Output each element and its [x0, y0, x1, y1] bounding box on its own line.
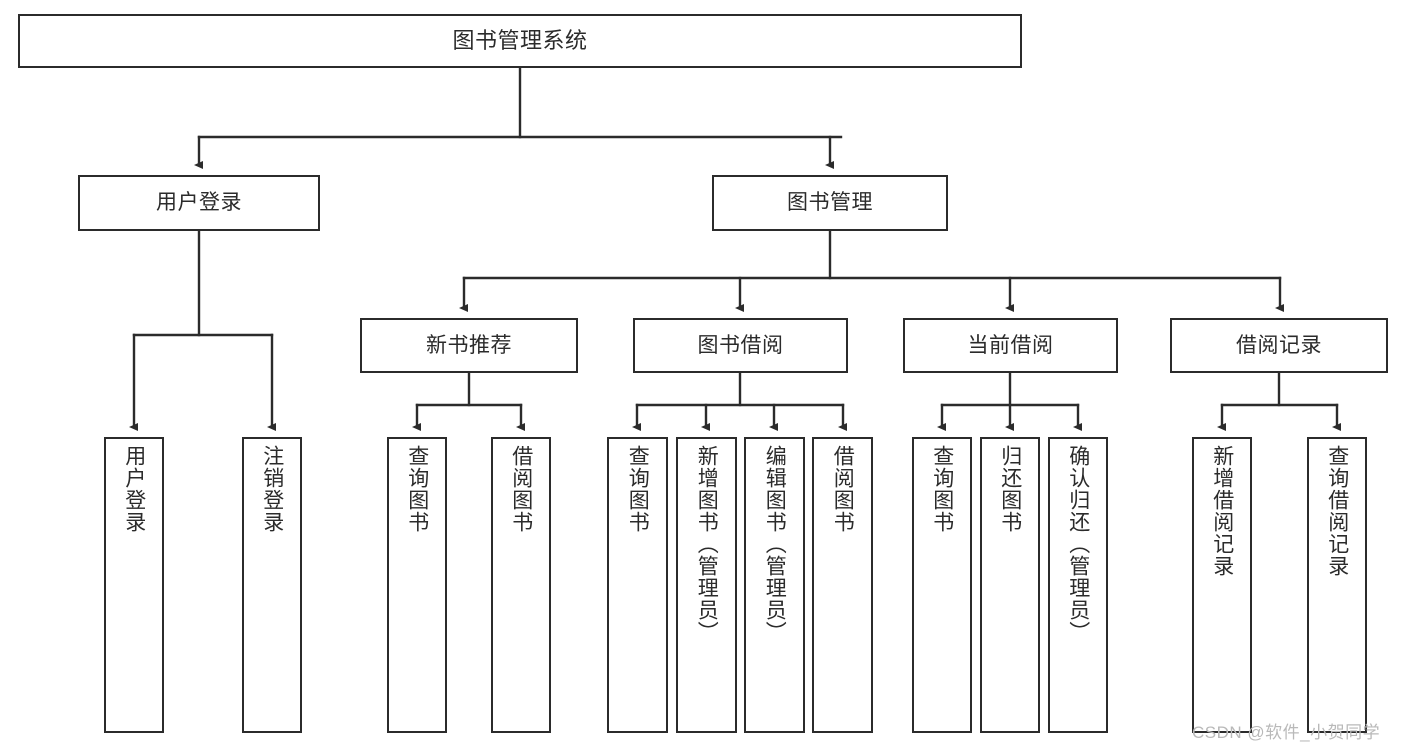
node-leaf-user-login[interactable]: 用户登录: [104, 437, 164, 733]
node-user-login[interactable]: 用户登录: [78, 175, 320, 231]
node-leaf-add-book-admin[interactable]: 新增图书（管理员）: [676, 437, 737, 733]
leaf-label: 编辑图书（管理员）: [763, 445, 787, 643]
leaf-label: 注销登录: [260, 445, 284, 533]
node-root-system[interactable]: 图书管理系统: [18, 14, 1022, 68]
node-current-borrow[interactable]: 当前借阅: [903, 318, 1118, 373]
node-new-book-recommend[interactable]: 新书推荐: [360, 318, 578, 373]
node-leaf-query-book-current[interactable]: 查询图书: [912, 437, 972, 733]
csdn-watermark: CSDN @软件_小贺同学: [1192, 723, 1381, 742]
node-leaf-query-book-borrow[interactable]: 查询图书: [607, 437, 668, 733]
leaf-label: 查询图书: [626, 445, 650, 533]
leaf-label: 查询图书: [930, 445, 954, 533]
leaf-label: 用户登录: [122, 445, 146, 533]
node-book-borrow[interactable]: 图书借阅: [633, 318, 848, 373]
node-leaf-return-book[interactable]: 归还图书: [980, 437, 1040, 733]
node-book-management[interactable]: 图书管理: [712, 175, 948, 231]
node-leaf-borrow-book-new[interactable]: 借阅图书: [491, 437, 551, 733]
node-leaf-add-borrow-record[interactable]: 新增借阅记录: [1192, 437, 1252, 733]
leaf-label: 借阅图书: [831, 445, 855, 533]
leaf-label: 借阅图书: [509, 445, 533, 533]
leaf-label: 新增图书（管理员）: [695, 445, 719, 643]
leaf-label: 确认归还（管理员）: [1066, 445, 1090, 643]
node-leaf-confirm-return-admin[interactable]: 确认归还（管理员）: [1048, 437, 1108, 733]
leaf-label: 新增借阅记录: [1210, 445, 1234, 577]
node-leaf-query-borrow-record[interactable]: 查询借阅记录: [1307, 437, 1367, 733]
node-borrow-record[interactable]: 借阅记录: [1170, 318, 1388, 373]
leaf-label: 查询图书: [405, 445, 429, 533]
node-leaf-edit-book-admin[interactable]: 编辑图书（管理员）: [744, 437, 805, 733]
node-leaf-query-book-new[interactable]: 查询图书: [387, 437, 447, 733]
leaf-label: 查询借阅记录: [1325, 445, 1349, 577]
node-leaf-logout[interactable]: 注销登录: [242, 437, 302, 733]
leaf-label: 归还图书: [998, 445, 1022, 533]
node-leaf-borrow-book[interactable]: 借阅图书: [812, 437, 873, 733]
